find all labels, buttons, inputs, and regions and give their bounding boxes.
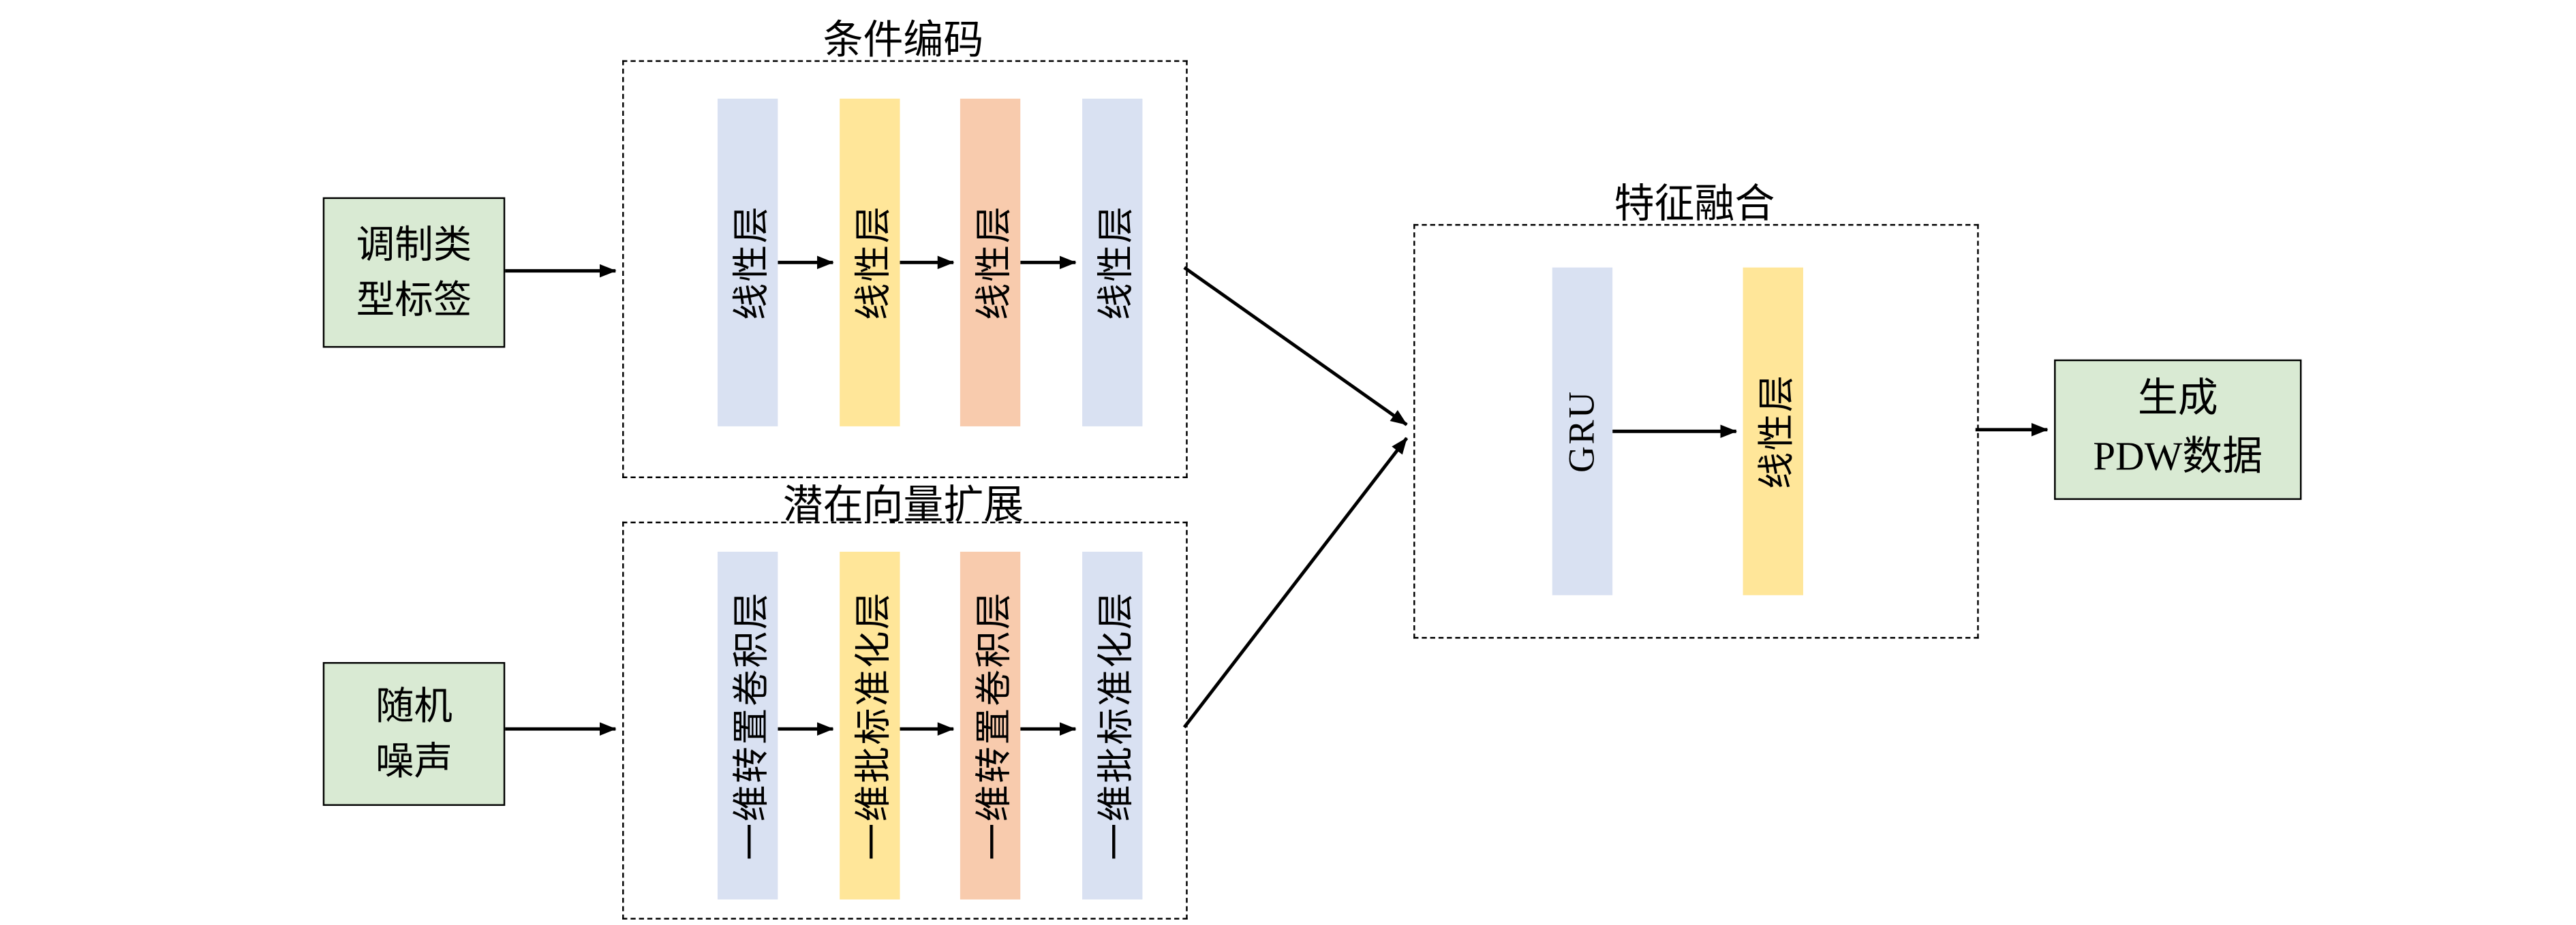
node-label-line: PDW数据 [2093,436,2263,480]
arrow-latent-to-fusion [1182,437,1409,729]
layer-label: 线性层 [729,204,771,321]
layer-bar-transconv-2: 一维转置卷积层 [960,551,1021,900]
layer-label: 一维批标准化层 [851,591,893,860]
layer-label: 一维转置卷积层 [729,591,771,860]
arrow-condenc-to-fusion [1183,266,1408,426]
layer-label: GRU [1561,390,1603,473]
layer-bar-fusion-linear: 线性层 [1743,267,1803,595]
layer-bar-batchnorm-2: 一维批标准化层 [1082,551,1143,900]
layer-label: 线性层 [851,204,893,321]
layer-bar-linear-2: 线性层 [840,98,900,426]
input-node-random-noise: 随机 噪声 [322,661,506,806]
layer-bar-linear-3: 线性层 [960,98,1021,426]
layer-label: 一维转置卷积层 [972,591,1014,860]
node-label-line: 随机 [375,685,453,727]
node-label-line: 生成 [2137,378,2218,422]
node-label-line: 调制类 [356,223,472,266]
group-title-condition-encoding: 条件编码 [823,20,984,64]
group-title-latent-expansion: 潜在向量扩展 [782,484,1024,529]
node-label-line: 噪声 [375,740,453,783]
layer-label: 一维批标准化层 [1094,591,1136,860]
group-box-latent-expansion [622,521,1188,920]
layer-label: 线性层 [1094,204,1136,321]
layer-bar-transconv-1: 一维转置卷积层 [717,551,778,900]
output-node-generated-pdw: 生成 PDW数据 [2054,359,2302,500]
layer-bar-batchnorm-1: 一维批标准化层 [840,551,900,900]
layer-bar-linear-4: 线性层 [1082,98,1143,426]
group-box-condition-encoding [622,60,1188,478]
layer-bar-gru: GRU [1552,267,1613,595]
node-label-line: 型标签 [356,279,472,322]
input-node-modulation-type-label: 调制类 型标签 [322,197,506,348]
group-title-feature-fusion: 特征融合 [1614,183,1775,228]
layer-label: 线性层 [1754,373,1797,489]
layer-bar-linear-1: 线性层 [717,98,778,426]
layer-label: 线性层 [972,204,1014,321]
group-box-feature-fusion [1413,223,1979,639]
